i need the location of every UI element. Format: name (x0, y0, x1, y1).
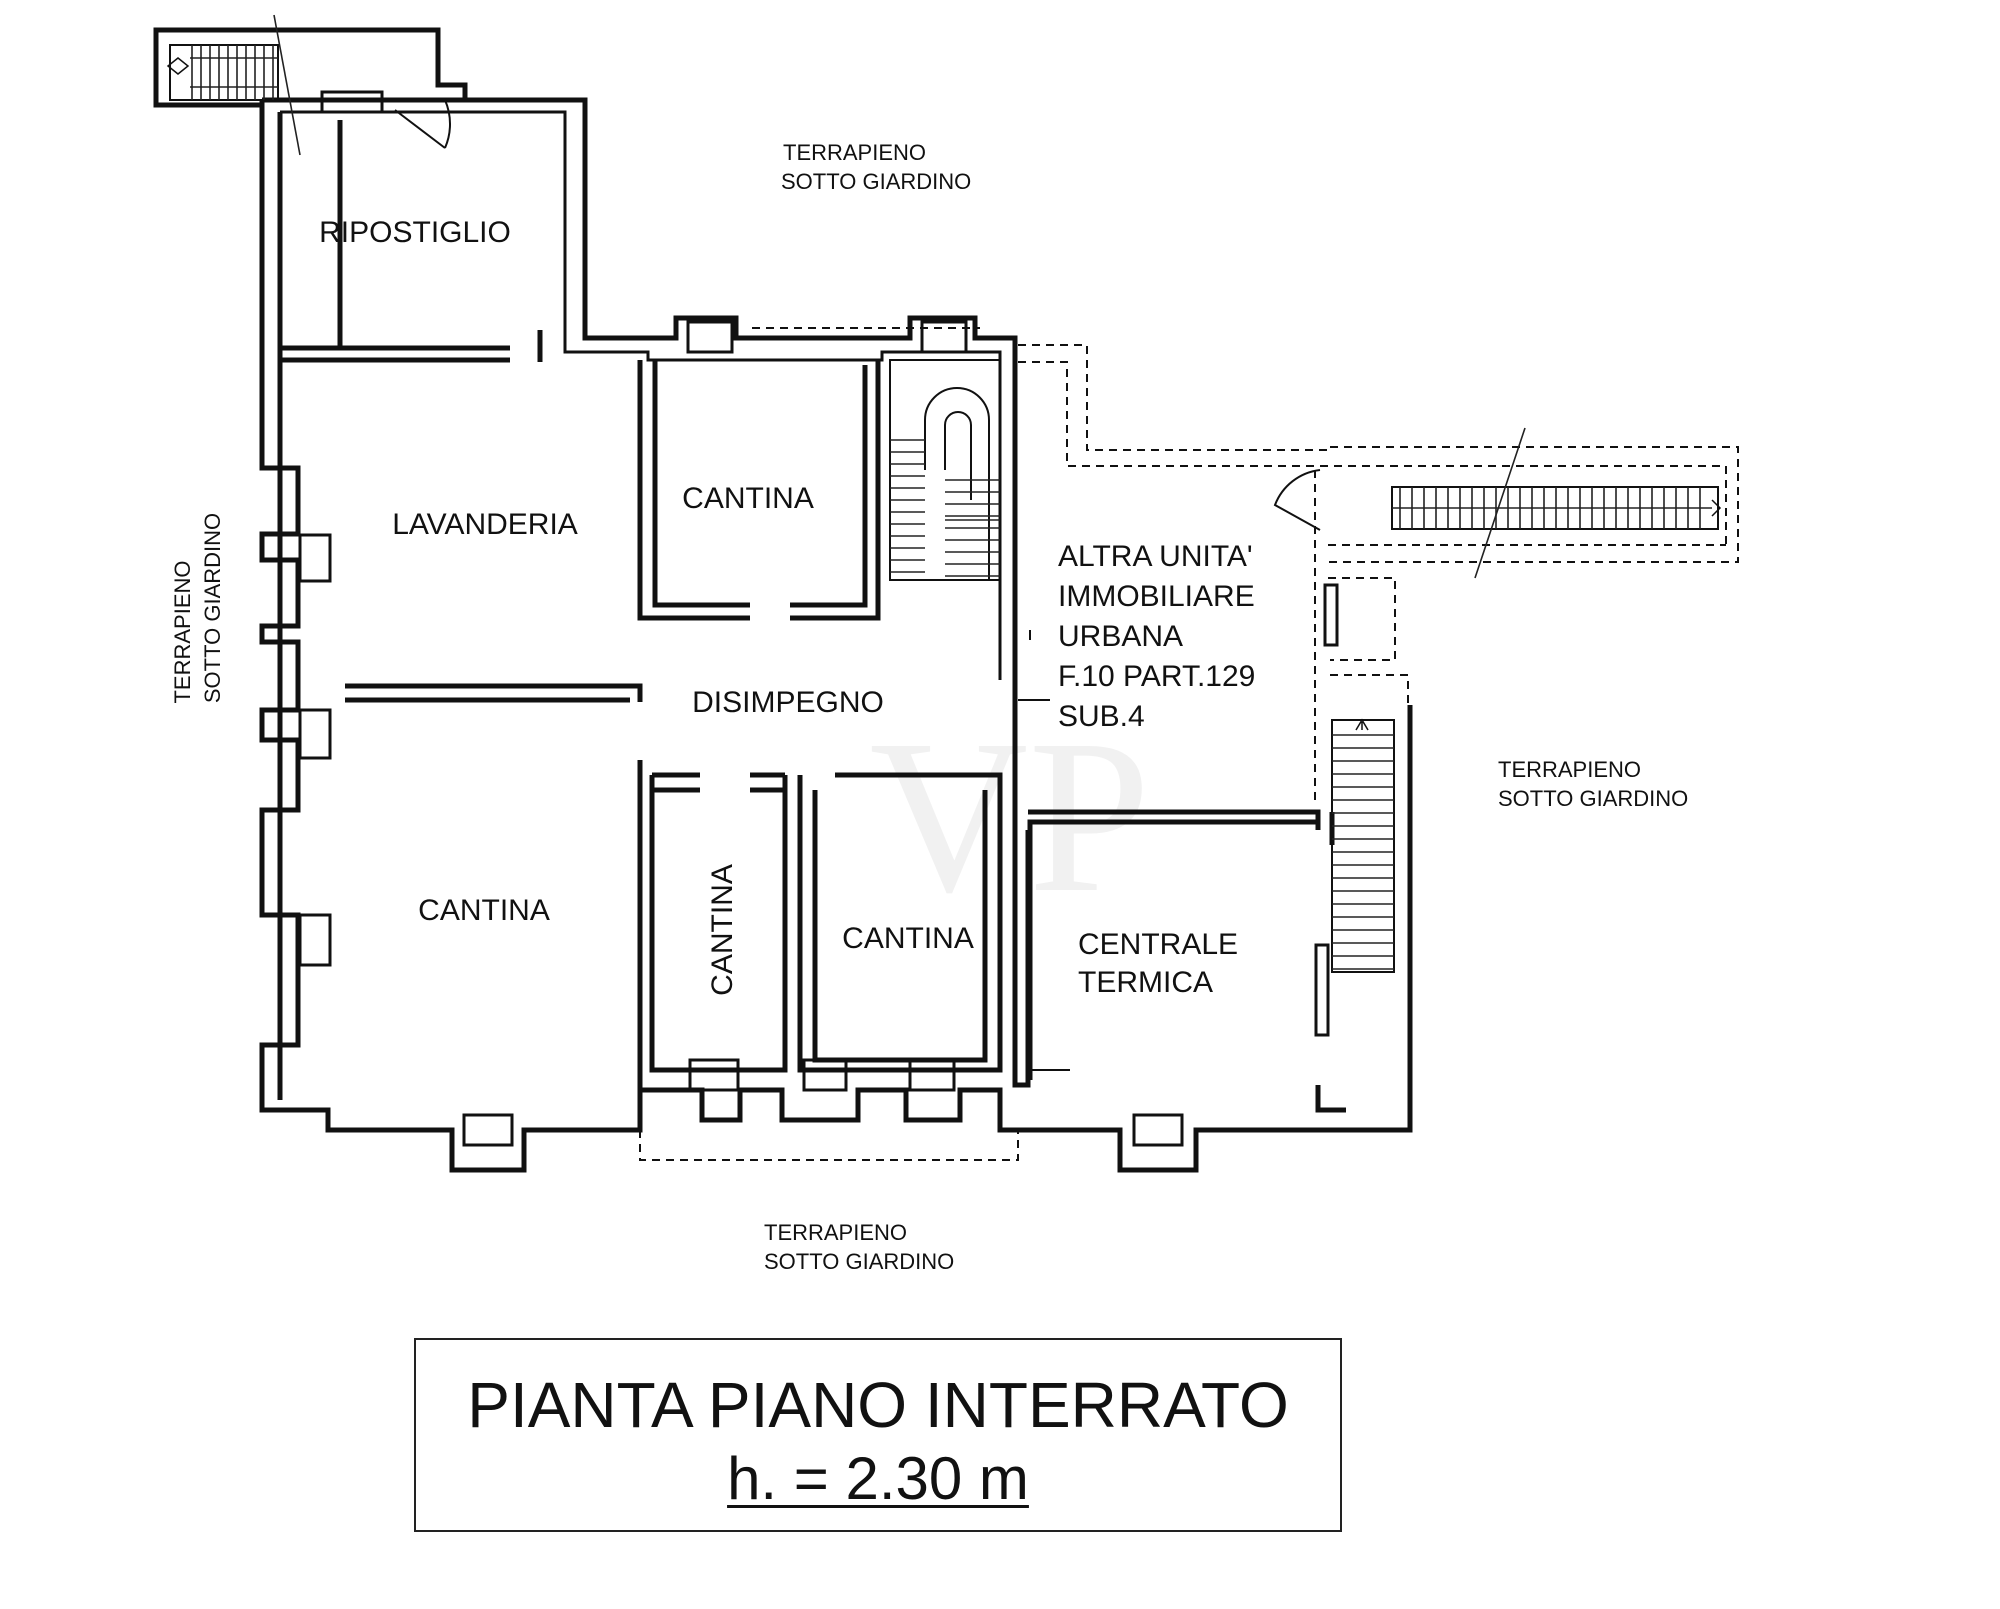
terrapieno-left-2: SOTTO GIARDINO (200, 513, 225, 703)
plan-title: PIANTA PIANO INTERRATO (467, 1369, 1289, 1441)
plan-title-box: PIANTA PIANO INTERRATO h. = 2.30 m (414, 1338, 1342, 1532)
outer-walls (153, 27, 1413, 1173)
doors (394, 99, 1321, 1071)
terrapieno-right-1: TERRAPIENO (1498, 757, 1641, 782)
plan-height: h. = 2.30 m (416, 1446, 1340, 1512)
other-unit-line-1: ALTRA UNITA' (1058, 540, 1253, 573)
plan-height-text: h. = 2.30 m (727, 1445, 1029, 1512)
interior-walls (277, 112, 1346, 1113)
terrapieno-top-1: TERRAPIENO (783, 140, 926, 165)
other-unit-line-4: F.10 PART.129 (1058, 660, 1255, 693)
stair-central (889, 359, 1001, 581)
other-unit-line-3: URBANA (1058, 620, 1183, 653)
terrapieno-top-2: SOTTO GIARDINO (781, 169, 971, 194)
other-unit-label: ALTRA UNITA' IMMOBILIARE URBANA F.10 PAR… (1058, 540, 1255, 733)
room-centrale-termica-1: CENTRALE (1078, 928, 1238, 961)
room-disimpegno: DISIMPEGNO (692, 686, 884, 719)
room-centrale-termica-2: TERMICA (1078, 966, 1213, 999)
stair-right-vertical (1331, 718, 1395, 973)
room-cantina-left: CANTINA (418, 894, 550, 927)
stair-top-left (166, 14, 301, 156)
room-ripostiglio: RIPOSTIGLIO (319, 216, 511, 249)
windows (298, 90, 1339, 1147)
watermark-logo: VP (869, 694, 1150, 938)
dashed-boundaries (639, 327, 1739, 1161)
terrapieno-left-1: TERRAPIENO (170, 560, 195, 703)
terrapieno-bottom-2: SOTTO GIARDINO (764, 1249, 954, 1274)
terrapieno-right-2: SOTTO GIARDINO (1498, 786, 1688, 811)
room-lavanderia: LAVANDERIA (392, 508, 578, 541)
room-labels: RIPOSTIGLIO LAVANDERIA CANTINA DISIMPEGN… (319, 216, 1238, 999)
surroundings-labels: TERRAPIENO SOTTO GIARDINO TERRAPIENO SOT… (170, 140, 1688, 1274)
room-cantina-mid: CANTINA (842, 922, 974, 955)
terrapieno-bottom-1: TERRAPIENO (764, 1220, 907, 1245)
other-unit-line-2: IMMOBILIARE (1058, 580, 1255, 613)
room-cantina-top: CANTINA (682, 482, 814, 515)
room-cantina-vertical: CANTINA (706, 864, 739, 996)
other-unit-line-5: SUB.4 (1058, 700, 1145, 733)
stair-right (1391, 427, 1722, 579)
